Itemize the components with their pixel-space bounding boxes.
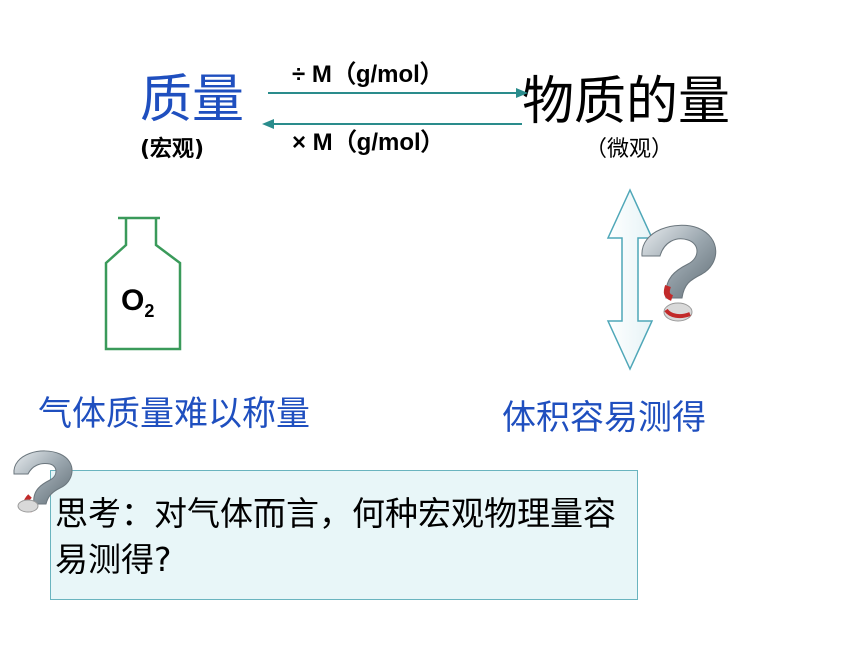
question-mark-icon: [641, 224, 717, 322]
volume-note: 体积容易测得: [502, 398, 706, 438]
gas-bottle-icon: [104, 216, 182, 351]
amount-title: 物质的量: [522, 72, 731, 132]
mass-title: 质量: [140, 70, 245, 130]
amount-subtitle: （微观）: [585, 137, 674, 162]
bottle-label: O2: [121, 284, 155, 321]
vertical-double-arrow-icon: [606, 188, 654, 371]
gas-mass-note: 气体质量难以称量: [38, 394, 310, 434]
multiply-label: × M（g/mol）: [292, 129, 445, 156]
divide-label: ÷ M（g/mol）: [292, 61, 444, 88]
question-box: 思考：对气体而言，何种宏观物理量容易测得?: [50, 470, 638, 600]
question-text: 思考：对气体而言，何种宏观物理量容易测得?: [55, 494, 616, 579]
forward-arrow-icon: [268, 88, 528, 98]
small-question-mark-icon: [13, 450, 73, 513]
mass-subtitle: (宏观): [140, 137, 205, 162]
backward-arrow-icon: [262, 119, 522, 129]
conversion-arrows: [262, 88, 528, 129]
